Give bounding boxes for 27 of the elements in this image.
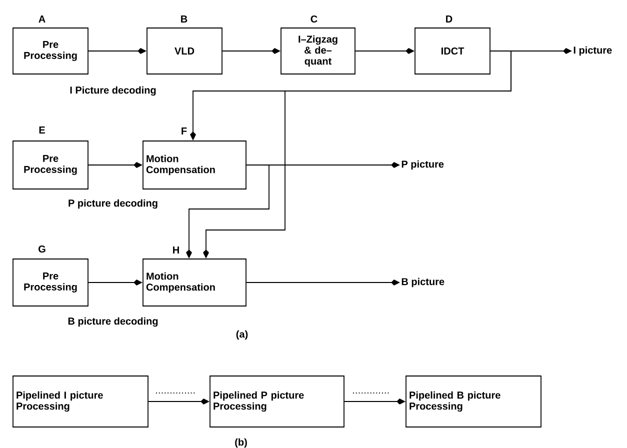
output-label: P picture — [402, 160, 444, 170]
process-box: Motion Compensation — [142, 258, 246, 306]
process-box: Pipelined I picture Processing — [12, 376, 148, 428]
block-letter: E — [39, 126, 45, 134]
process-box: I–Zigzag & de–quant — [280, 28, 356, 74]
process-box: Pre Processing — [12, 28, 88, 74]
process-box: IDCT — [414, 28, 490, 74]
process-box: Pre Processing — [12, 140, 88, 190]
block-letter: G — [38, 245, 46, 253]
block-letter: C — [310, 15, 318, 23]
caption-label: (b) — [235, 438, 247, 448]
output-label: B picture — [402, 278, 444, 288]
caption-label: (a) — [236, 330, 248, 340]
process-box: VLD — [146, 28, 222, 74]
block-letter: F — [182, 128, 187, 134]
block-letter: B — [181, 16, 188, 22]
section-label: I Picture decoding — [70, 86, 156, 96]
output-label: I picture — [574, 46, 612, 56]
process-box: Pipelined P picture Processing — [210, 376, 344, 428]
block-letter: A — [38, 16, 46, 22]
section-label: B picture decoding — [68, 317, 158, 327]
process-box: Pipelined B picture Processing — [406, 376, 542, 428]
section-label: P picture decoding — [68, 199, 158, 209]
process-box: Pre Processing — [12, 258, 88, 306]
block-letter: H — [173, 246, 179, 254]
process-box: Motion Compensation — [142, 140, 246, 190]
block-letter: D — [446, 16, 452, 22]
